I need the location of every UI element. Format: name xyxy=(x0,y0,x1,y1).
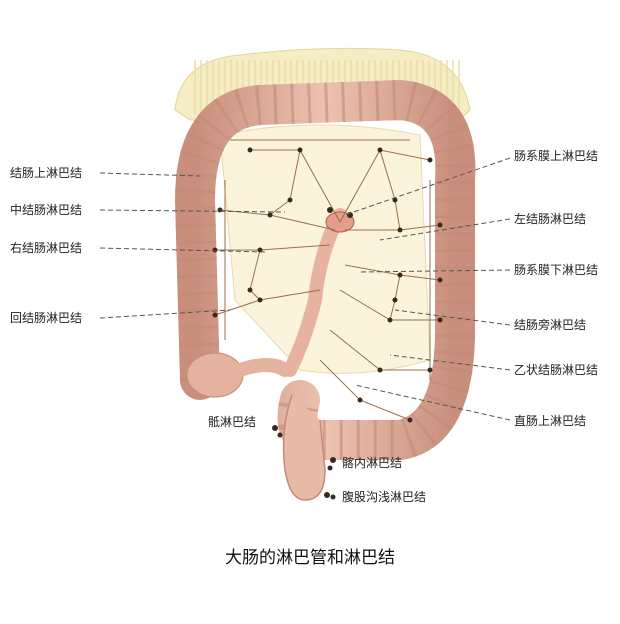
label-superior-mesenteric-nodes: 肠系膜上淋巴结 xyxy=(514,149,599,163)
label-superior-rectal-nodes: 直肠上淋巴结 xyxy=(514,414,587,428)
label-superficial-inguinal-nodes: 腹股沟浅淋巴结 xyxy=(342,490,427,504)
leader-lines-right xyxy=(344,157,511,421)
label-inferior-mesenteric-nodes: 肠系膜下淋巴结 xyxy=(514,263,599,277)
figure-caption: 大肠的淋巴管和淋巴结 xyxy=(225,548,395,568)
label-sigmoid-nodes: 乙状结肠淋巴结 xyxy=(514,363,599,377)
label-internal-iliac-nodes: 髂内淋巴结 xyxy=(342,456,403,470)
label-right-colic-nodes: 右结肠淋巴结 xyxy=(10,241,83,255)
label-superior-colic-nodes: 结肠上淋巴结 xyxy=(10,166,83,180)
ileum xyxy=(233,358,292,377)
label-ileocolic-nodes: 回结肠淋巴结 xyxy=(10,311,83,325)
label-left-colic-nodes: 左结肠淋巴结 xyxy=(514,212,587,226)
rectum xyxy=(282,394,326,501)
lymph-nodes xyxy=(212,147,443,500)
leader-lines-left xyxy=(99,172,286,319)
aorta xyxy=(283,208,347,377)
label-paracolic-nodes: 结肠旁淋巴结 xyxy=(514,318,587,332)
label-middle-colic-nodes: 中结肠淋巴结 xyxy=(10,203,83,217)
label-sacral-nodes: 骶淋巴结 xyxy=(208,415,257,429)
caecum xyxy=(186,352,244,398)
